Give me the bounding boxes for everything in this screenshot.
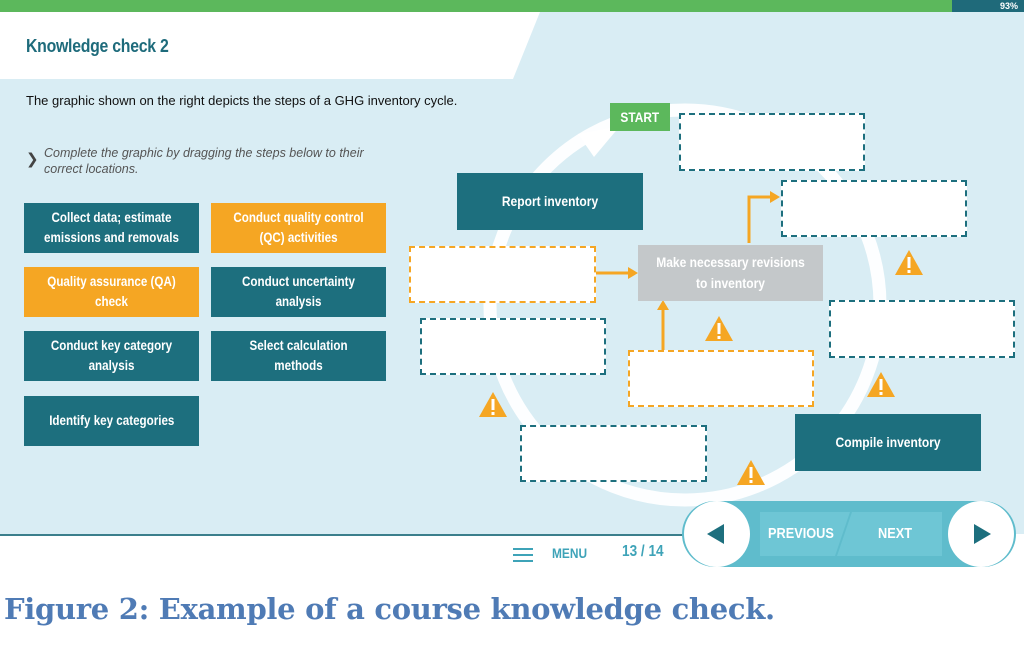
step-make-revisions: Make necessary revisions to inventory <box>638 245 823 301</box>
step-label: Make necessary revisions to inventory <box>656 254 805 291</box>
step-report-inventory: Report inventory <box>457 173 643 230</box>
drag-item-label: Conduct quality control (QC) activities <box>233 210 364 245</box>
drag-item-qa-check[interactable]: Quality assurance (QA) check <box>24 267 199 317</box>
chevron-left-icon <box>707 524 724 544</box>
next-button[interactable]: NEXT <box>878 525 913 542</box>
start-arrowhead <box>578 126 620 157</box>
drop-target-5[interactable] <box>420 318 606 375</box>
figure-caption: Figure 2: Example of a course knowledge … <box>4 592 775 626</box>
warning-icon <box>895 250 923 275</box>
menu-button[interactable]: MENU <box>552 545 588 561</box>
drag-item-uncertainty-analysis[interactable]: Conduct uncertainty analysis <box>211 267 386 317</box>
next-arrow-button[interactable] <box>933 501 1015 567</box>
drag-item-calculation-methods[interactable]: Select calculation methods <box>211 331 386 381</box>
drag-item-key-category-analysis[interactable]: Conduct key category analysis <box>24 331 199 381</box>
previous-arrow-button[interactable] <box>680 501 762 567</box>
warning-icon <box>705 316 733 341</box>
chevron-right-icon: ❯ <box>26 151 39 168</box>
chevron-right-icon <box>974 524 991 544</box>
drop-target-1[interactable] <box>679 113 865 171</box>
drag-item-label: Quality assurance (QA) check <box>47 274 176 309</box>
step-label: Compile inventory <box>835 434 941 450</box>
title-banner <box>0 12 540 79</box>
progress-bar: 93% <box>0 0 1024 12</box>
drag-item-collect-data[interactable]: Collect data; estimate emissions and rem… <box>24 203 199 253</box>
next-button-bg <box>837 512 942 556</box>
drag-item-label: Select calculation methods <box>249 338 348 373</box>
start-text: START <box>620 109 660 125</box>
drop-target-7[interactable] <box>520 425 707 482</box>
warning-icon <box>479 392 507 417</box>
warning-icon <box>867 372 895 397</box>
connector-arrow <box>747 195 770 243</box>
progress-percent: 93% <box>999 1 1018 11</box>
connector-arrowhead <box>628 267 638 279</box>
nav-control <box>682 501 1016 567</box>
progress-fill <box>0 0 953 12</box>
instruction-text: Complete the graphic by dragging the ste… <box>44 146 364 176</box>
drag-item-label: Collect data; estimate emissions and rem… <box>44 210 179 245</box>
previous-button-bg <box>760 512 850 556</box>
drop-target-4[interactable] <box>829 300 1015 358</box>
hamburger-menu-icon[interactable] <box>513 548 533 562</box>
drop-target-2[interactable] <box>781 180 967 237</box>
previous-button[interactable]: PREVIOUS <box>768 525 834 542</box>
drop-target-6[interactable] <box>628 350 814 407</box>
warning-icon <box>737 460 765 485</box>
step-compile-inventory: Compile inventory <box>795 414 981 471</box>
page-title: Knowledge check 2 <box>26 36 169 56</box>
drag-item-label: Conduct uncertainty analysis <box>242 274 355 309</box>
drop-target-3[interactable] <box>409 246 596 303</box>
step-label: Report inventory <box>501 193 599 209</box>
page-indicator: 13 / 14 <box>622 543 664 560</box>
footer-divider <box>0 534 700 536</box>
drag-item-identify-key-categories[interactable]: Identify key categories <box>24 396 199 446</box>
drag-item-qc-activities[interactable]: Conduct quality control (QC) activities <box>211 203 386 253</box>
drag-item-label: Conduct key category analysis <box>50 338 173 373</box>
intro-text: The graphic shown on the right depicts t… <box>26 93 458 108</box>
connector-arrowhead <box>657 300 669 310</box>
drag-item-label: Identify key categories <box>48 413 175 428</box>
start-label: START <box>610 103 670 131</box>
connector-arrowhead <box>770 191 780 203</box>
